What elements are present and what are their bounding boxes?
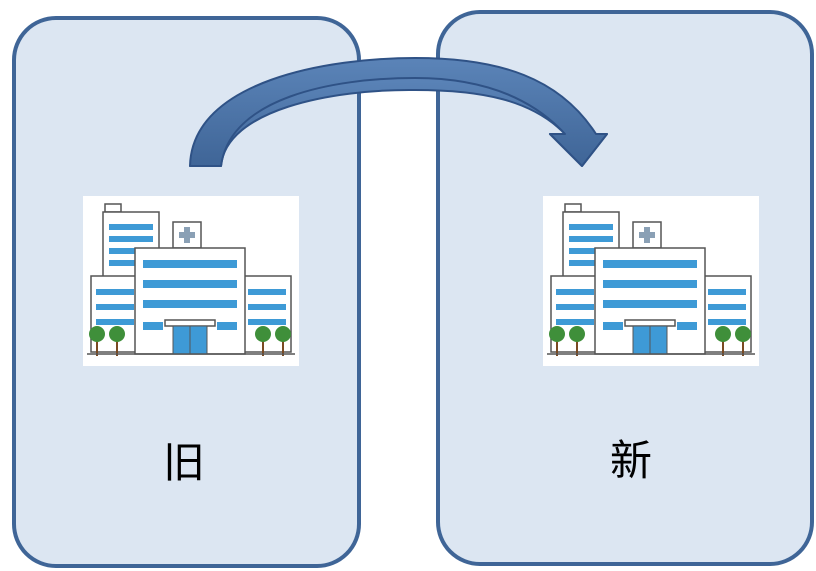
new-label: 新 — [609, 436, 652, 485]
hospital-icon — [543, 196, 759, 366]
hospital-icon — [83, 196, 299, 366]
old-label: 旧 — [162, 438, 205, 487]
